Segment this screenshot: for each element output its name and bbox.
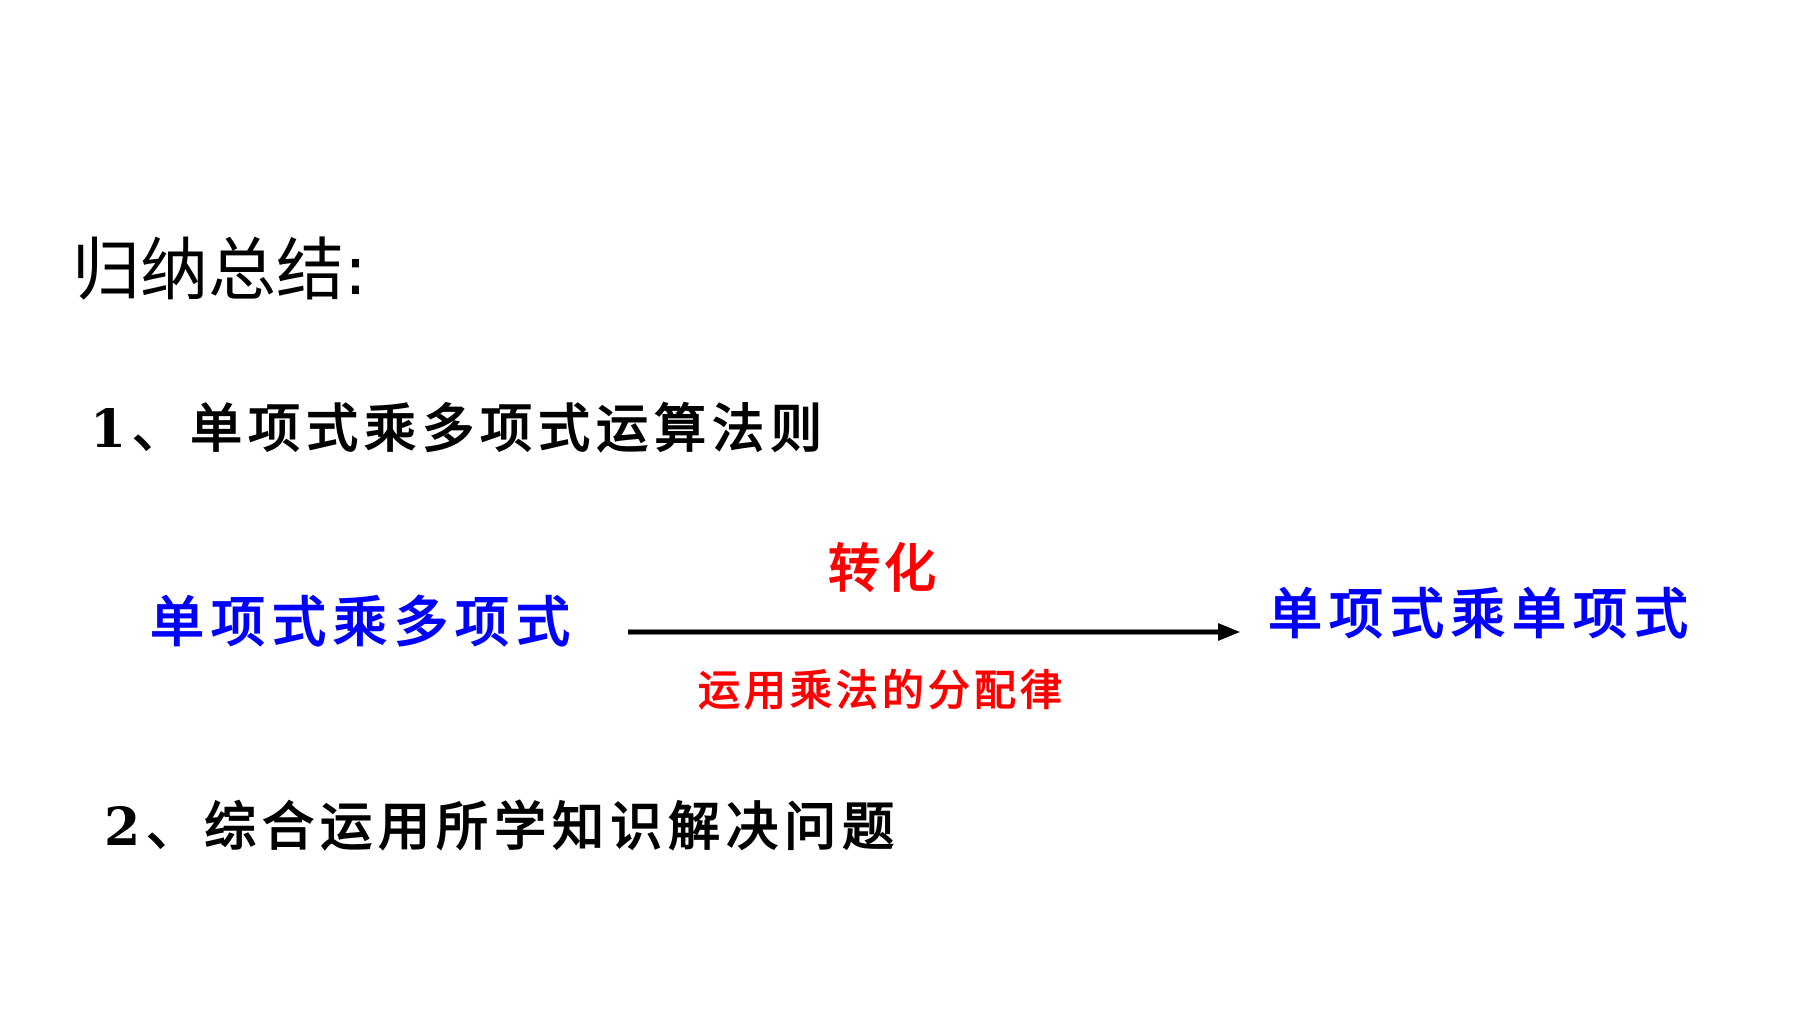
- transform-arrow: [628, 623, 1240, 641]
- slide-title: 归纳总结:: [72, 232, 367, 311]
- diagram-target-text: 单项式乘单项式: [1268, 582, 1695, 646]
- arrow-head-icon: [1218, 623, 1240, 641]
- arrow-bottom-label: 运用乘法的分配律: [698, 666, 1067, 715]
- diagram-source-text: 单项式乘多项式: [150, 590, 577, 654]
- summary-item-2: 2、综合运用所学知识解决问题: [104, 797, 901, 858]
- arrow-top-label: 转化: [828, 539, 941, 600]
- summary-item-1: 1、单项式乘多项式运算法则: [90, 399, 829, 460]
